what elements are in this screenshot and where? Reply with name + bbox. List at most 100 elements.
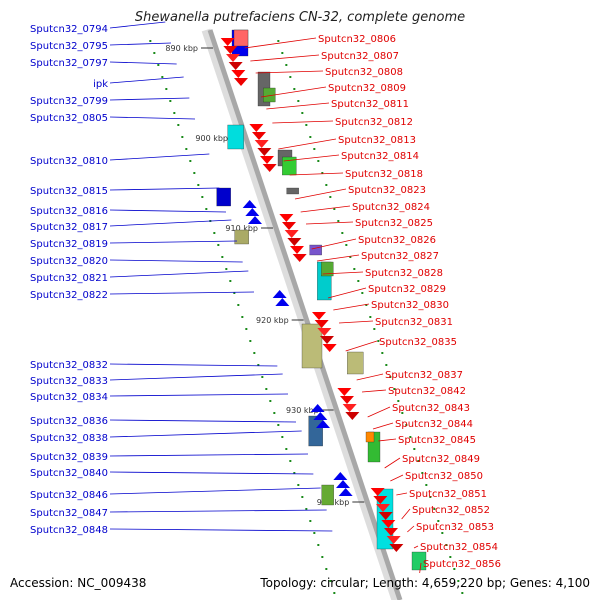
gene-label-right[interactable]: Sputcn32_0809 <box>328 83 406 94</box>
gene-label-left[interactable]: Sputcn32_0838 <box>30 433 108 444</box>
kbp-label: 910 kbp <box>225 224 258 233</box>
gene-label-left[interactable]: Sputcn32_0848 <box>30 525 108 536</box>
track-dot <box>165 88 168 90</box>
track-dot <box>317 544 320 546</box>
gene-label-right[interactable]: Sputcn32_0806 <box>318 34 396 45</box>
gene-label-right[interactable]: Sputcn32_0808 <box>325 67 403 78</box>
leader-line-left <box>109 61 177 65</box>
gene-label-right[interactable]: Sputcn32_0851 <box>409 489 487 500</box>
track-dot <box>333 592 336 594</box>
gene-label-left[interactable]: Sputcn32_0821 <box>30 273 108 284</box>
gene-arrow <box>378 512 393 520</box>
gene-label-left[interactable]: Sputcn32_0794 <box>30 24 108 35</box>
gene-label-right[interactable]: Sputcn32_0835 <box>379 337 457 348</box>
kbp-label: 890 kbp <box>165 44 198 53</box>
gene-label-left[interactable]: Sputcn32_0816 <box>30 206 108 217</box>
leader-line-right <box>266 102 330 110</box>
leader-line-right <box>396 492 408 496</box>
gene-label-left[interactable]: Sputcn32_0847 <box>30 508 108 519</box>
backbone-shadow <box>201 28 401 600</box>
gene-label-right[interactable]: Sputcn32_0813 <box>338 135 416 146</box>
gene-label-right[interactable]: Sputcn32_0850 <box>405 471 483 482</box>
gene-feature <box>308 415 323 447</box>
leader-line-right <box>272 120 334 124</box>
gene-label-left[interactable]: Sputcn32_0805 <box>30 113 108 124</box>
gene-label-left[interactable]: ipk <box>93 79 108 90</box>
gene-label-left[interactable]: Sputcn32_0832 <box>30 360 108 371</box>
gene-label-left[interactable]: Sputcn32_0799 <box>30 96 108 107</box>
genome-title: Shewanella putrefaciens CN-32, complete … <box>134 10 466 25</box>
gene-label-right[interactable]: Sputcn32_0830 <box>371 300 449 311</box>
gene-arrow <box>333 472 348 480</box>
gene-feature <box>301 323 323 369</box>
gene-label-left[interactable]: Sputcn32_0846 <box>30 490 108 501</box>
gene-label-left[interactable]: Sputcn32_0817 <box>30 222 108 233</box>
track-dot <box>201 196 204 198</box>
gene-arrow <box>220 38 235 46</box>
track-dot <box>381 352 384 354</box>
track-dot <box>457 580 460 582</box>
gene-label-right[interactable]: Sputcn32_0849 <box>402 454 480 465</box>
gene-label-right[interactable]: Sputcn32_0823 <box>348 185 426 196</box>
kbp-label: 920 kbp <box>256 316 289 325</box>
gene-label-left[interactable]: Sputcn32_0822 <box>30 290 108 301</box>
track-dot <box>309 136 312 138</box>
genome-backbone <box>201 28 403 600</box>
gene-label-left[interactable]: Sputcn32_0839 <box>30 452 108 463</box>
gene-label-right[interactable]: Sputcn32_0825 <box>355 218 433 229</box>
gene-arrow <box>254 140 269 148</box>
leader-line-left <box>109 240 238 244</box>
gene-arrow <box>260 156 274 164</box>
track-dot <box>389 376 392 378</box>
gene-label-right[interactable]: Sputcn32_0831 <box>375 317 453 328</box>
gene-label-right[interactable]: Sputcn32_0827 <box>361 251 439 262</box>
gene-label-left[interactable]: Sputcn32_0836 <box>30 416 108 427</box>
gene-label-left[interactable]: Sputcn32_0819 <box>30 239 108 250</box>
gene-label-right[interactable]: Sputcn32_0814 <box>341 151 419 162</box>
gene-label-right[interactable]: Sputcn32_0853 <box>416 522 494 533</box>
gene-label-left[interactable]: Sputcn32_0834 <box>30 392 108 403</box>
gene-label-right[interactable]: Sputcn32_0829 <box>368 284 446 295</box>
leader-line-left <box>109 76 184 84</box>
gene-label-right[interactable]: Sputcn32_0842 <box>388 386 466 397</box>
gene-label-right[interactable]: Sputcn32_0828 <box>365 268 443 279</box>
gene-label-left[interactable]: Sputcn32_0815 <box>30 186 108 197</box>
gene-feature <box>321 484 334 506</box>
track-dot <box>289 76 292 78</box>
gene-label-left[interactable]: Sputcn32_0797 <box>30 58 108 69</box>
track-dot <box>321 172 324 174</box>
gene-label-right[interactable]: Sputcn32_0818 <box>345 169 423 180</box>
track-dot <box>449 556 452 558</box>
leader-line-right <box>390 474 404 482</box>
gene-label-left[interactable]: Sputcn32_0820 <box>30 256 108 267</box>
gene-label-right[interactable]: Sputcn32_0843 <box>392 403 470 414</box>
gene-label-left[interactable]: Sputcn32_0795 <box>30 41 108 52</box>
gene-label-right[interactable]: Sputcn32_0824 <box>352 202 430 213</box>
gene-label-right[interactable]: Sputcn32_0854 <box>420 542 498 553</box>
gene-label-right[interactable]: Sputcn32_0811 <box>331 99 409 110</box>
gene-label-right[interactable]: Sputcn32_0845 <box>398 435 476 446</box>
track-dot <box>261 376 264 378</box>
leader-line-left <box>109 21 166 29</box>
gene-label-right[interactable]: Sputcn32_0812 <box>335 117 413 128</box>
leader-line-left <box>109 509 327 513</box>
gene-arrow <box>389 544 404 552</box>
track-dot <box>289 460 292 462</box>
gene-label-left[interactable]: Sputcn32_0833 <box>30 376 108 387</box>
gene-label-right[interactable]: Sputcn32_0856 <box>423 559 501 570</box>
track-dot <box>325 568 328 570</box>
track-dot <box>441 532 444 534</box>
leader-line-left <box>109 453 309 457</box>
gene-label-right[interactable]: Sputcn32_0807 <box>321 51 399 62</box>
track-dot <box>313 148 316 150</box>
leader-line-right <box>361 389 387 393</box>
track-dot <box>417 460 420 462</box>
gene-label-right[interactable]: Sputcn32_0852 <box>412 505 490 516</box>
gene-label-left[interactable]: Sputcn32_0810 <box>30 156 108 167</box>
gene-label-right[interactable]: Sputcn32_0844 <box>395 419 473 430</box>
gene-label-left[interactable]: Sputcn32_0840 <box>30 468 108 479</box>
gene-label-right[interactable]: Sputcn32_0826 <box>358 235 436 246</box>
track-dot <box>445 544 448 546</box>
gene-label-right[interactable]: Sputcn32_0837 <box>385 370 463 381</box>
leader-line-right <box>345 340 378 352</box>
